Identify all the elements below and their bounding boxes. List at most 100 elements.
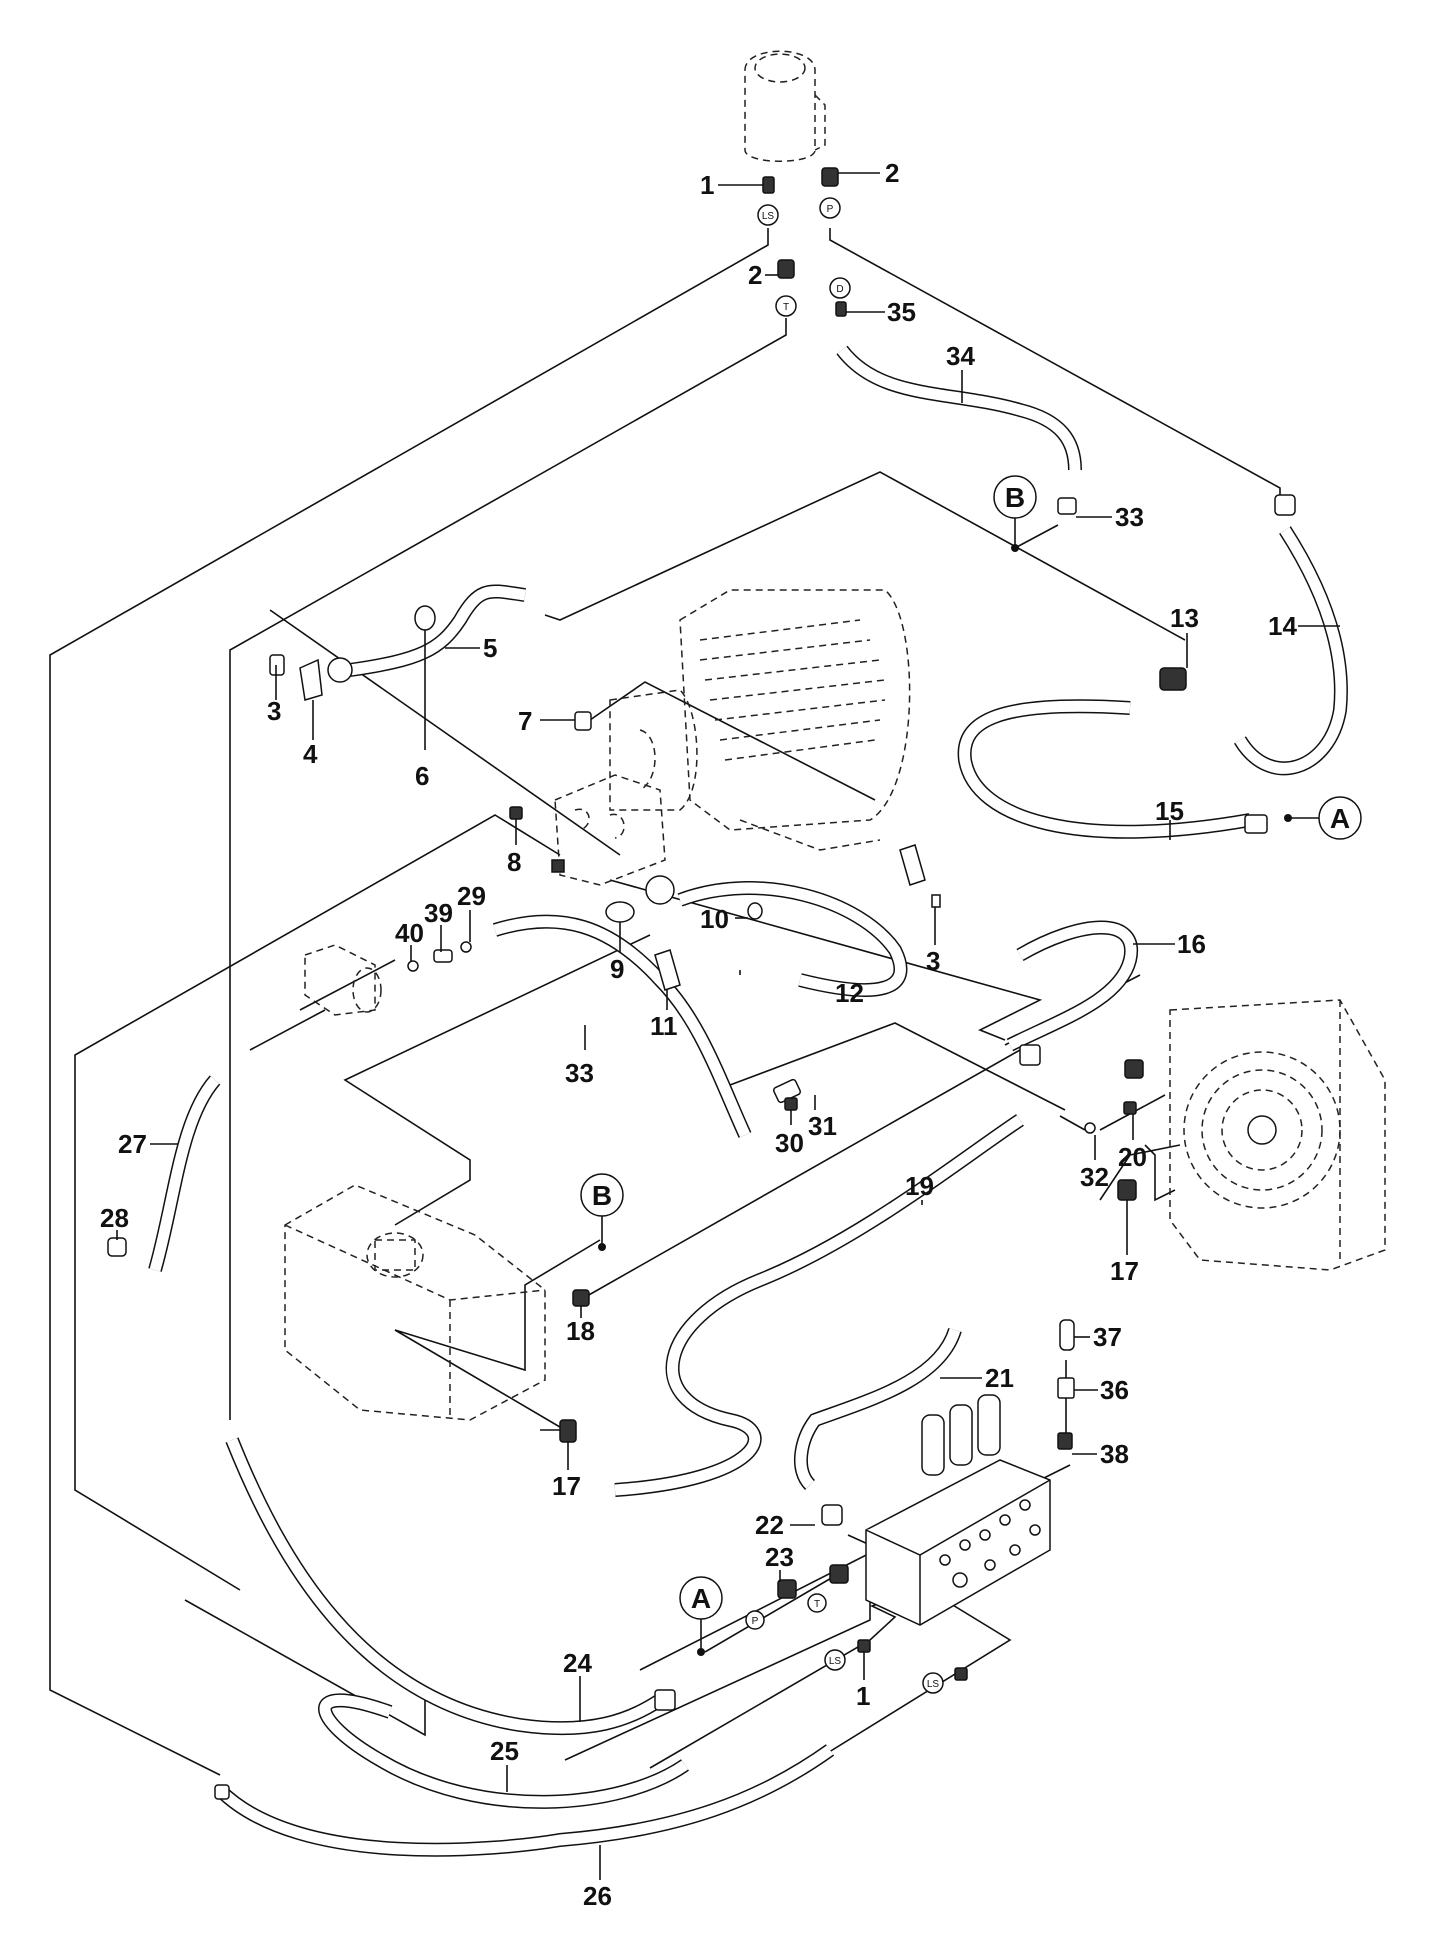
callout-39: 39 bbox=[424, 898, 453, 952]
svg-text:23: 23 bbox=[765, 1542, 794, 1572]
callout-21: 21 bbox=[940, 1363, 1014, 1393]
svg-text:10: 10 bbox=[700, 904, 729, 934]
callout-14: 14 bbox=[1268, 611, 1340, 641]
hose-14-end bbox=[1274, 494, 1296, 516]
svg-text:1: 1 bbox=[856, 1681, 870, 1711]
svg-text:2: 2 bbox=[748, 260, 762, 290]
solenoid-3 bbox=[977, 1394, 1001, 1456]
part25-connection-line bbox=[184, 1599, 426, 1737]
svg-text:LS: LS bbox=[762, 211, 775, 222]
plug-7 bbox=[574, 711, 592, 731]
hose-5 bbox=[349, 584, 526, 677]
callout-23: 23 bbox=[765, 1542, 794, 1582]
part17-line bbox=[1099, 1144, 1181, 1201]
svg-text:T: T bbox=[814, 1599, 820, 1610]
svg-text:7: 7 bbox=[518, 706, 532, 736]
callout-33-mid: 33 bbox=[565, 1025, 594, 1088]
callout-12: 12 bbox=[739, 970, 864, 1008]
svg-text:8: 8 bbox=[507, 847, 521, 877]
fitting-39 bbox=[433, 949, 453, 963]
callout-36: 36 bbox=[1074, 1375, 1129, 1405]
svg-text:3: 3 bbox=[926, 946, 940, 976]
fitting-18 bbox=[572, 1289, 590, 1307]
callout-13: 13 bbox=[1170, 603, 1199, 668]
svg-text:A: A bbox=[1330, 803, 1350, 834]
washer-32 bbox=[1084, 1122, 1096, 1134]
svg-text:9: 9 bbox=[610, 954, 624, 984]
svg-text:21: 21 bbox=[985, 1363, 1014, 1393]
svg-text:T: T bbox=[783, 302, 789, 313]
fitting-8 bbox=[509, 806, 523, 820]
callout-37: 37 bbox=[1074, 1322, 1122, 1352]
hose-26 bbox=[215, 1744, 835, 1857]
svg-text:30: 30 bbox=[775, 1128, 804, 1158]
ref-a-right: A bbox=[1284, 796, 1362, 840]
callout-30: 30 bbox=[775, 1110, 804, 1158]
svg-text:P: P bbox=[827, 204, 834, 215]
fitting-ls-lower bbox=[954, 1667, 968, 1681]
fitting-35 bbox=[835, 301, 847, 317]
flange-connection-line bbox=[269, 609, 621, 856]
svg-text:40: 40 bbox=[395, 918, 424, 948]
oring-sleeve bbox=[645, 875, 675, 905]
callout-8: 8 bbox=[507, 819, 521, 877]
callout-38: 38 bbox=[1072, 1439, 1129, 1469]
t-connection-line bbox=[229, 318, 787, 1420]
port-p-top: P bbox=[819, 197, 841, 219]
svg-text:4: 4 bbox=[303, 739, 318, 769]
callout-31: 31 bbox=[808, 1095, 837, 1141]
hose-26-end bbox=[214, 1784, 230, 1800]
callout-3-left: 3 bbox=[267, 665, 281, 726]
callout-9: 9 bbox=[610, 922, 624, 984]
svg-text:B: B bbox=[592, 1180, 612, 1211]
svg-text:20: 20 bbox=[1118, 1142, 1147, 1172]
svg-text:31: 31 bbox=[808, 1111, 837, 1141]
port-markers: LS P T D P T LS LS bbox=[745, 197, 944, 1694]
connection-lines bbox=[49, 228, 1281, 1791]
port-ls-lower-1: LS bbox=[824, 1649, 846, 1671]
svg-text:12: 12 bbox=[835, 978, 864, 1008]
hose-33 bbox=[492, 914, 752, 1138]
callout-20: 20 bbox=[1118, 1114, 1147, 1172]
svg-text:33: 33 bbox=[565, 1058, 594, 1088]
svg-text:11: 11 bbox=[650, 1011, 678, 1041]
svg-text:35: 35 bbox=[887, 297, 916, 327]
callout-17-right: 17 bbox=[1110, 1200, 1139, 1286]
cooler-low-line bbox=[1144, 1144, 1176, 1202]
callout-6: 6 bbox=[415, 630, 429, 791]
svg-text:36: 36 bbox=[1100, 1375, 1129, 1405]
adapter-36 bbox=[1057, 1377, 1075, 1399]
hose-27 bbox=[148, 1075, 221, 1272]
callout-34: 34 bbox=[946, 341, 975, 403]
callout-33-top: 33 bbox=[1076, 502, 1144, 532]
valve-block bbox=[865, 1394, 1051, 1626]
fitting-17-right bbox=[1117, 1179, 1137, 1201]
fitting-20 bbox=[1123, 1101, 1137, 1115]
callout-11: 11 bbox=[650, 990, 678, 1041]
svg-text:5: 5 bbox=[483, 633, 497, 663]
svg-text:39: 39 bbox=[424, 898, 453, 928]
ref-b-lower: B bbox=[580, 1173, 624, 1251]
fitting-33-elbow bbox=[1057, 497, 1077, 515]
callout-25: 25 bbox=[490, 1736, 519, 1792]
part31-connection-line bbox=[729, 1022, 1066, 1111]
svg-text:13: 13 bbox=[1170, 603, 1199, 633]
svg-text:18: 18 bbox=[566, 1316, 595, 1346]
fitting-13-tee bbox=[1159, 667, 1187, 691]
bolt-3b bbox=[931, 894, 941, 908]
svg-text:LS: LS bbox=[829, 1656, 842, 1667]
oring-6 bbox=[414, 605, 436, 631]
callout-5: 5 bbox=[445, 633, 497, 663]
hose-16 bbox=[1006, 920, 1139, 1052]
svg-text:29: 29 bbox=[457, 881, 486, 911]
callout-18: 18 bbox=[566, 1306, 595, 1346]
svg-text:17: 17 bbox=[1110, 1256, 1139, 1286]
part7-connection-line bbox=[589, 681, 876, 801]
callout-28: 28 bbox=[100, 1203, 129, 1240]
clamp-29 bbox=[460, 941, 472, 953]
a-p-line bbox=[704, 1569, 846, 1653]
callout-10: 10 bbox=[700, 904, 748, 934]
svg-text:24: 24 bbox=[563, 1648, 592, 1678]
hose-21 bbox=[793, 1327, 962, 1490]
